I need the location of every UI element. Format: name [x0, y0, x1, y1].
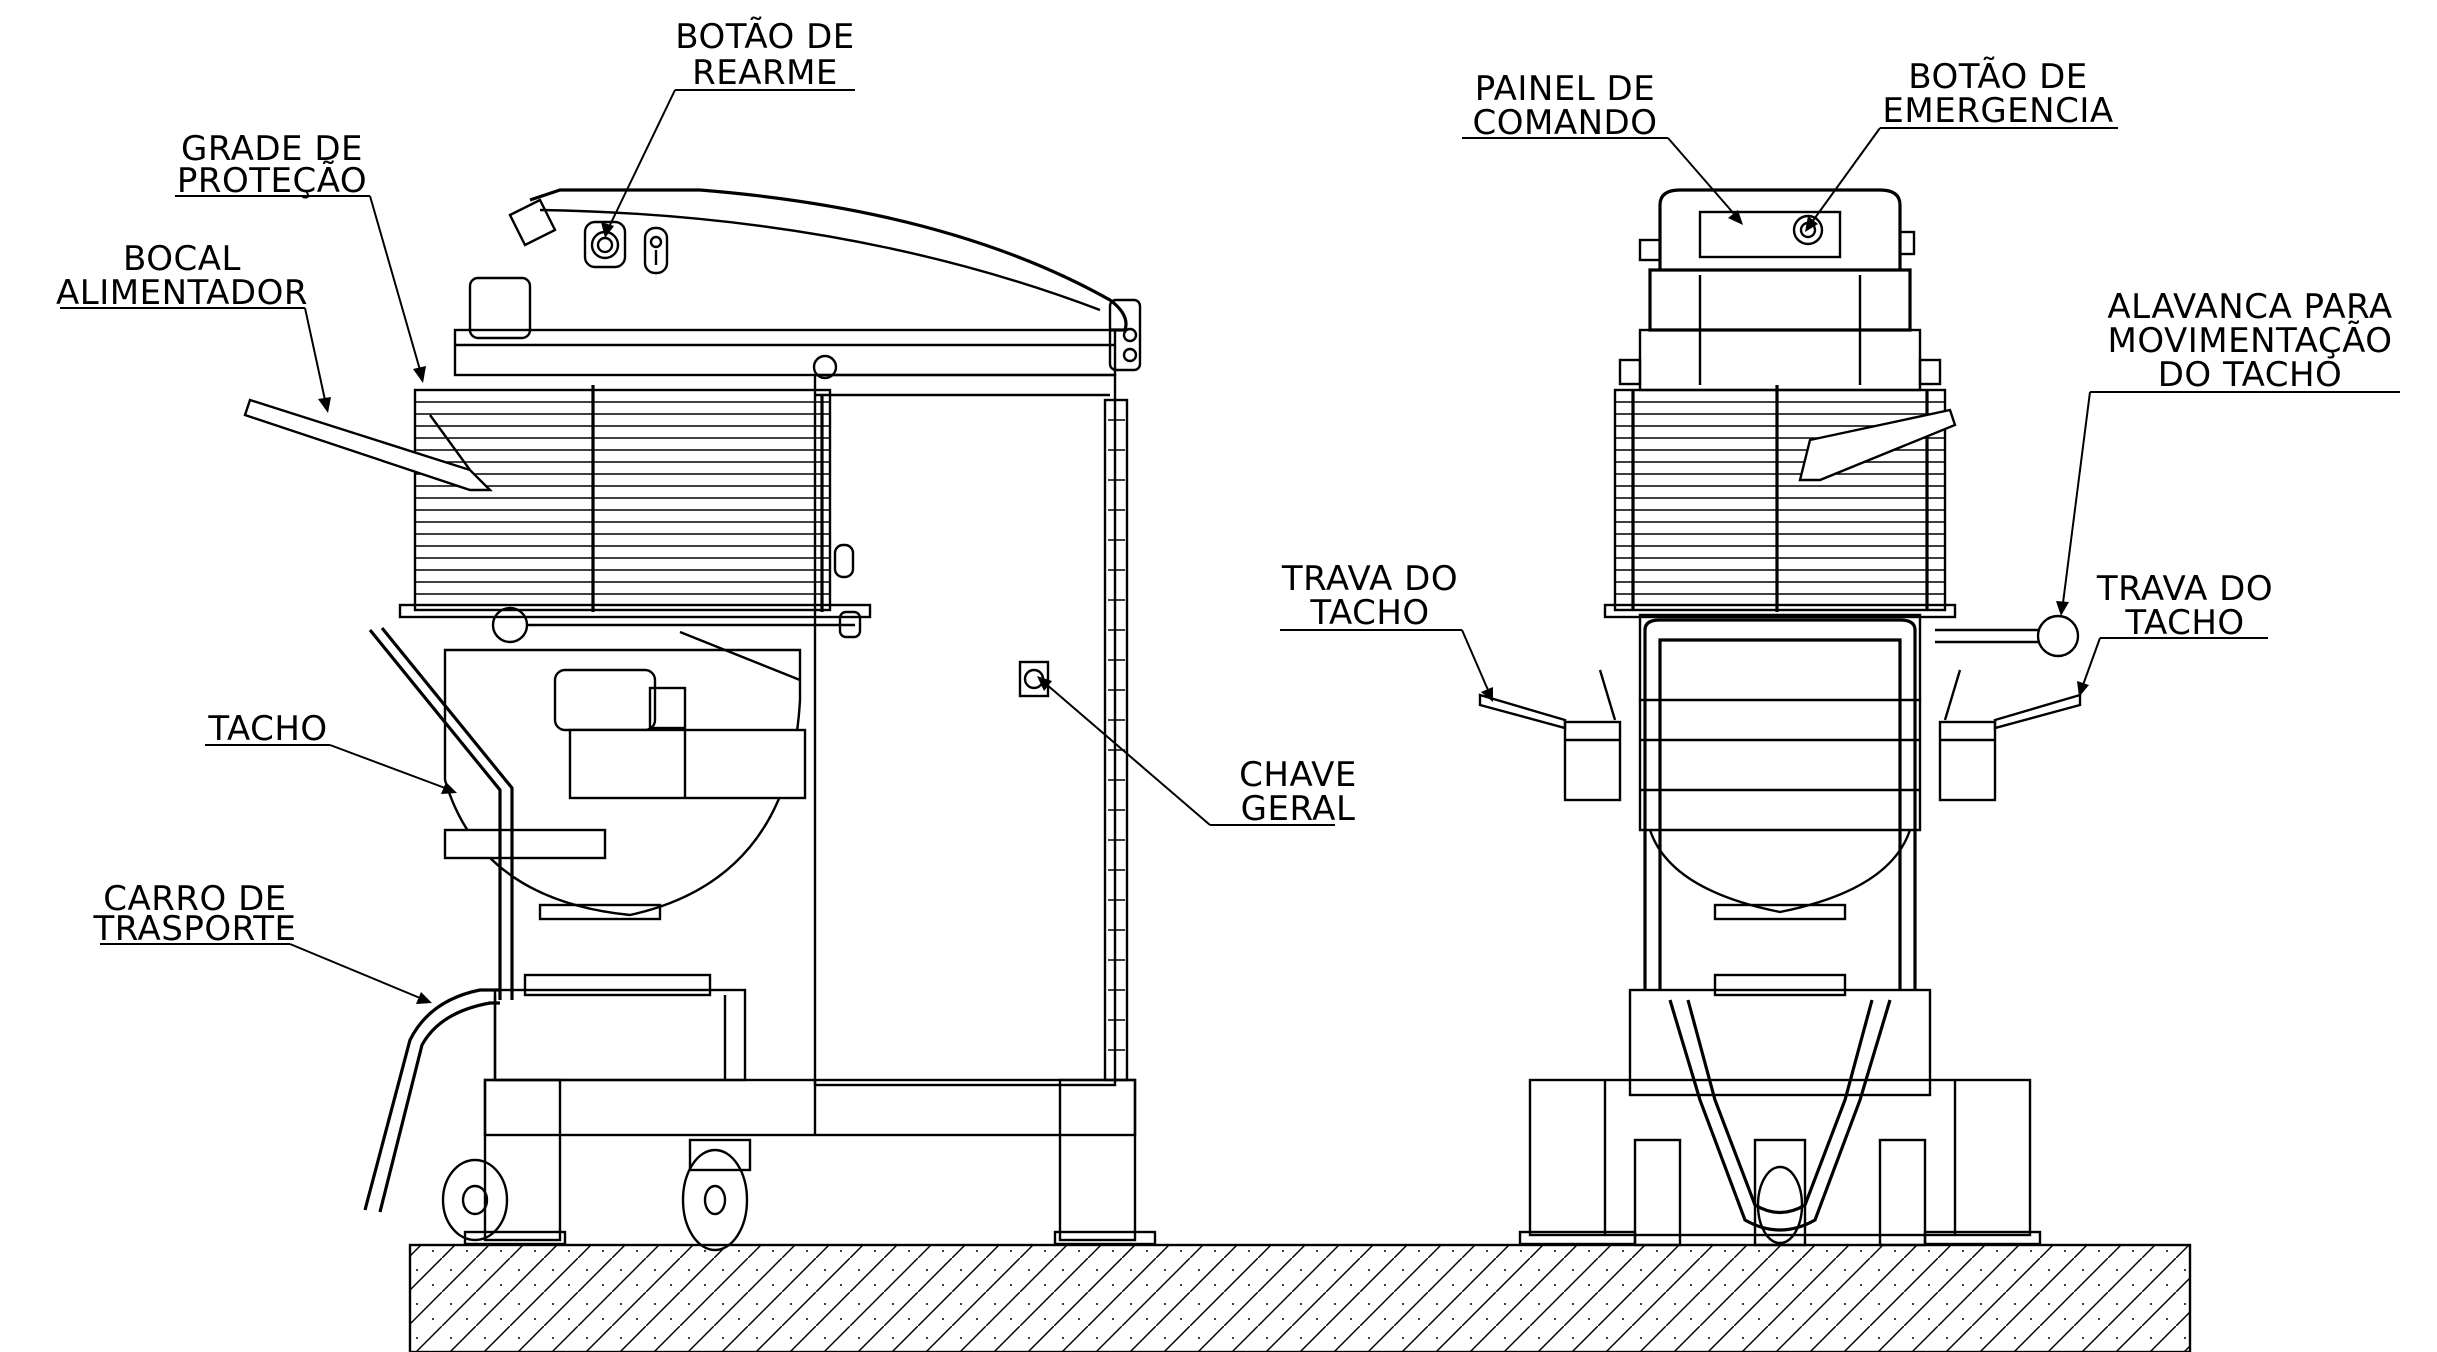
label-trava-tacho-right: TRAVA DO TACHO: [2096, 569, 2273, 643]
label-alavanca-tacho-line2: MOVIMENTAÇÃO: [2108, 321, 2393, 361]
label-trava-tacho-right-line1: TRAVA DO: [2096, 569, 2273, 609]
label-painel-comando-line1: PAINEL DE: [1475, 69, 1655, 109]
label-painel-comando-line2: COMANDO: [1473, 103, 1658, 143]
label-trava-tacho-left-line2: TACHO: [1309, 593, 1429, 633]
label-botao-rearme-line2: REARME: [692, 53, 838, 93]
leader-lines: [60, 89, 2400, 1004]
front-grid-bars: [1615, 401, 1945, 595]
label-alavanca-tacho: ALAVANCA PARA MOVIMENTAÇÃO DO TACHO: [2107, 287, 2392, 395]
label-alavanca-tacho-line1: ALAVANCA PARA: [2107, 287, 2392, 327]
label-trava-tacho-right-line2: TACHO: [2124, 603, 2244, 643]
label-chave-geral-line2: GERAL: [1241, 789, 1356, 829]
label-alavanca-tacho-line3: DO TACHO: [2158, 355, 2343, 395]
rear-ribs: [1108, 419, 1125, 1051]
label-botao-rearme: BOTÃO DE REARME: [675, 17, 855, 93]
label-carro-transporte-line2: TRASPORTE: [92, 909, 296, 949]
label-botao-rearme-line1: BOTÃO DE: [675, 17, 855, 57]
label-chave-geral-line1: CHAVE: [1239, 755, 1357, 795]
label-bocal-alimentador: BOCAL ALIMENTADOR: [56, 239, 308, 313]
front-view-mixer: [1478, 188, 2082, 1247]
side-view-mixer: [243, 188, 1157, 1252]
label-tacho-line1: TACHO: [207, 709, 327, 749]
label-painel-comando: PAINEL DE COMANDO: [1473, 69, 1658, 143]
label-carro-transporte-line1: CARRO DE: [103, 879, 286, 919]
label-chave-geral: CHAVE GERAL: [1239, 755, 1357, 829]
label-botao-emergencia-line2: EMERGENCIA: [1882, 91, 2113, 131]
label-bocal-alimentador-line2: ALIMENTADOR: [56, 273, 308, 313]
label-trava-tacho-left: TRAVA DO TACHO: [1281, 559, 1458, 633]
ground-floor: [408, 1243, 2192, 1352]
label-grade-protecao-line2: PROTEÇÃO: [177, 161, 367, 201]
label-tacho: TACHO: [207, 709, 327, 749]
label-botao-emergencia-line1: BOTÃO DE: [1908, 57, 2088, 97]
label-bocal-alimentador-line1: BOCAL: [123, 239, 241, 279]
protection-grid-bars: [415, 401, 830, 595]
label-botao-emergencia: BOTÃO DE EMERGENCIA: [1882, 57, 2113, 131]
label-trava-tacho-left-line1: TRAVA DO: [1281, 559, 1458, 599]
label-carro-transporte: CARRO DE TRASPORTE: [92, 879, 296, 949]
label-grade-protecao: GRADE DE PROTEÇÃO: [177, 129, 367, 201]
label-grade-protecao-line1: GRADE DE: [181, 129, 363, 169]
